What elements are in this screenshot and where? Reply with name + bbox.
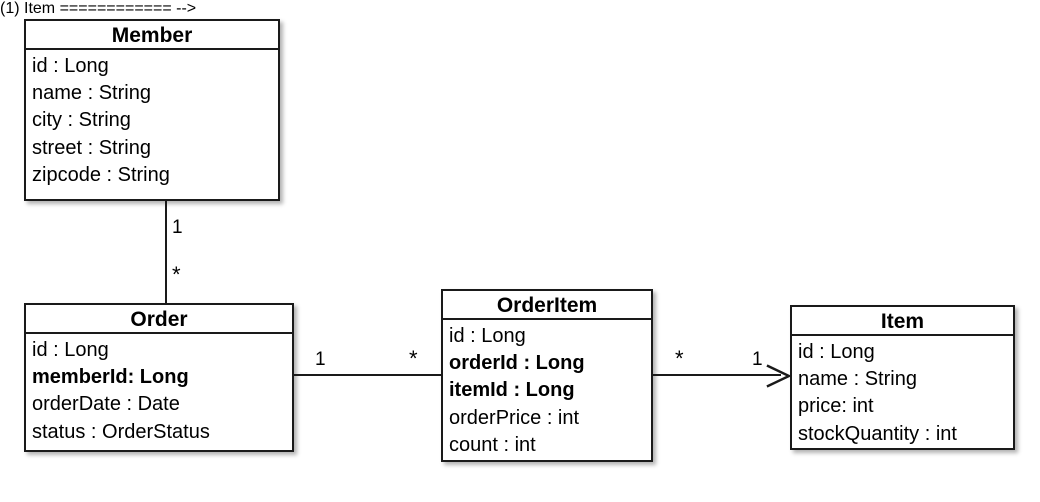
association-line-orderitem-item xyxy=(653,374,781,376)
attribute-row: id : Long xyxy=(449,325,526,347)
attribute-row: price: int xyxy=(798,395,874,418)
class-name-orderitem: OrderItem xyxy=(443,291,651,320)
attribute-row-foreign-key: orderId : Long xyxy=(449,352,585,375)
association-line-member-order xyxy=(165,200,167,304)
class-name-order: Order xyxy=(26,305,292,334)
class-name-member: Member xyxy=(26,21,278,50)
multiplicity-label-order-orderitem-from: 1 xyxy=(315,349,326,370)
attribute-row: orderDate : Date xyxy=(32,393,180,416)
attribute-row: street : String xyxy=(32,136,151,159)
attribute-row-foreign-key: itemId : Long xyxy=(449,379,575,402)
class-attributes-orderitem: id : Long orderId : Long itemId : Long o… xyxy=(443,320,651,463)
multiplicity-label-member-order-to: * xyxy=(172,262,181,287)
multiplicity-label-orderitem-item-to: 1 xyxy=(752,349,763,370)
attribute-row: status : OrderStatus xyxy=(32,420,210,443)
attribute-row: id : Long xyxy=(798,341,875,363)
attribute-row: city : String xyxy=(32,109,131,132)
attribute-row: name : String xyxy=(798,368,917,391)
attribute-row: name : String xyxy=(32,82,151,105)
class-attributes-member: id : Long name : String city : String st… xyxy=(26,50,278,193)
attribute-row-foreign-key: memberId: Long xyxy=(32,366,189,389)
attribute-row: id : Long xyxy=(32,339,109,361)
attribute-row: zipcode : String xyxy=(32,163,170,186)
class-box-item[interactable]: Item id : Long name : String price: int … xyxy=(790,305,1015,450)
class-box-order[interactable]: Order id : Long memberId: Long orderDate… xyxy=(24,303,294,452)
class-name-item: Item xyxy=(792,307,1013,336)
attribute-row: stockQuantity : int xyxy=(798,422,957,445)
multiplicity-label-member-order-from: 1 xyxy=(172,217,183,238)
attribute-row: id : Long xyxy=(32,55,109,77)
multiplicity-label-orderitem-item-from: * xyxy=(675,346,684,371)
multiplicity-label-order-orderitem-to: * xyxy=(409,346,418,371)
arrow-head-icon xyxy=(765,363,793,389)
class-attributes-order: id : Long memberId: Long orderDate : Dat… xyxy=(26,334,292,450)
class-box-orderitem[interactable]: OrderItem id : Long orderId : Long itemI… xyxy=(441,289,653,462)
class-attributes-item: id : Long name : String price: int stock… xyxy=(792,336,1013,452)
attribute-row: count : int xyxy=(449,433,536,456)
class-box-member[interactable]: Member id : Long name : String city : St… xyxy=(24,19,280,201)
association-line-order-orderitem xyxy=(294,374,442,376)
attribute-row: orderPrice : int xyxy=(449,406,580,429)
